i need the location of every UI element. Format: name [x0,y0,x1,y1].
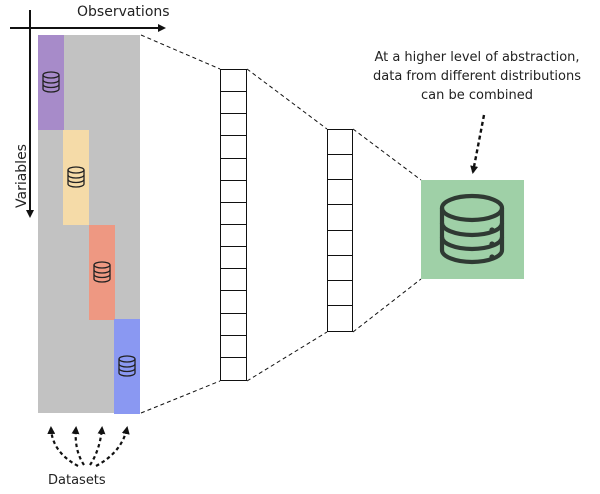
vector-cell [221,181,246,203]
callout-line-3: can be combined [421,88,533,103]
dataset-block-4 [114,319,140,414]
dataset-arrow-2 [71,426,85,466]
vector-cell [328,256,352,281]
database-icon [42,71,60,93]
vector-cell [328,155,352,181]
abstraction-callout: At a higher level of abstraction, data f… [357,48,597,105]
vector-cell [221,70,246,93]
vector-cell [221,92,246,115]
callout-line-2: data from different distributions [373,69,581,84]
dataset-arrow-4 [95,426,130,467]
second-layer-vector [327,129,353,332]
database-icon [93,261,111,283]
vector-cell [221,269,246,292]
dataset-block-1 [38,35,64,130]
vector-cell [328,231,352,256]
database-icon [118,355,136,377]
vector-cell [328,205,352,231]
first-layer-vector [220,69,247,381]
vector-cell [221,336,246,358]
vector-cell [221,203,246,225]
vector-cell [221,159,246,181]
vector-cell [221,314,246,336]
observations-axis-label: Observations [77,4,170,20]
dataset-block-3 [89,225,115,320]
vector-cell [221,225,246,248]
combined-representation-box [421,180,524,279]
vector-cell [221,114,246,137]
vector-cell [221,247,246,270]
vector-cell [328,130,352,156]
datasets-label: Datasets [48,473,106,488]
vector-cell [221,291,246,314]
dataset-arrow-1 [47,426,79,467]
dataset-arrow-3 [89,426,106,466]
vector-cell [221,136,246,159]
database-icon [67,166,85,188]
vector-cell [328,281,352,306]
callout-arrow [470,114,486,174]
dataset-block-2 [63,130,89,225]
callout-line-1: At a higher level of abstraction, [374,50,580,65]
vector-cell [328,180,352,206]
database-icon [439,193,505,265]
